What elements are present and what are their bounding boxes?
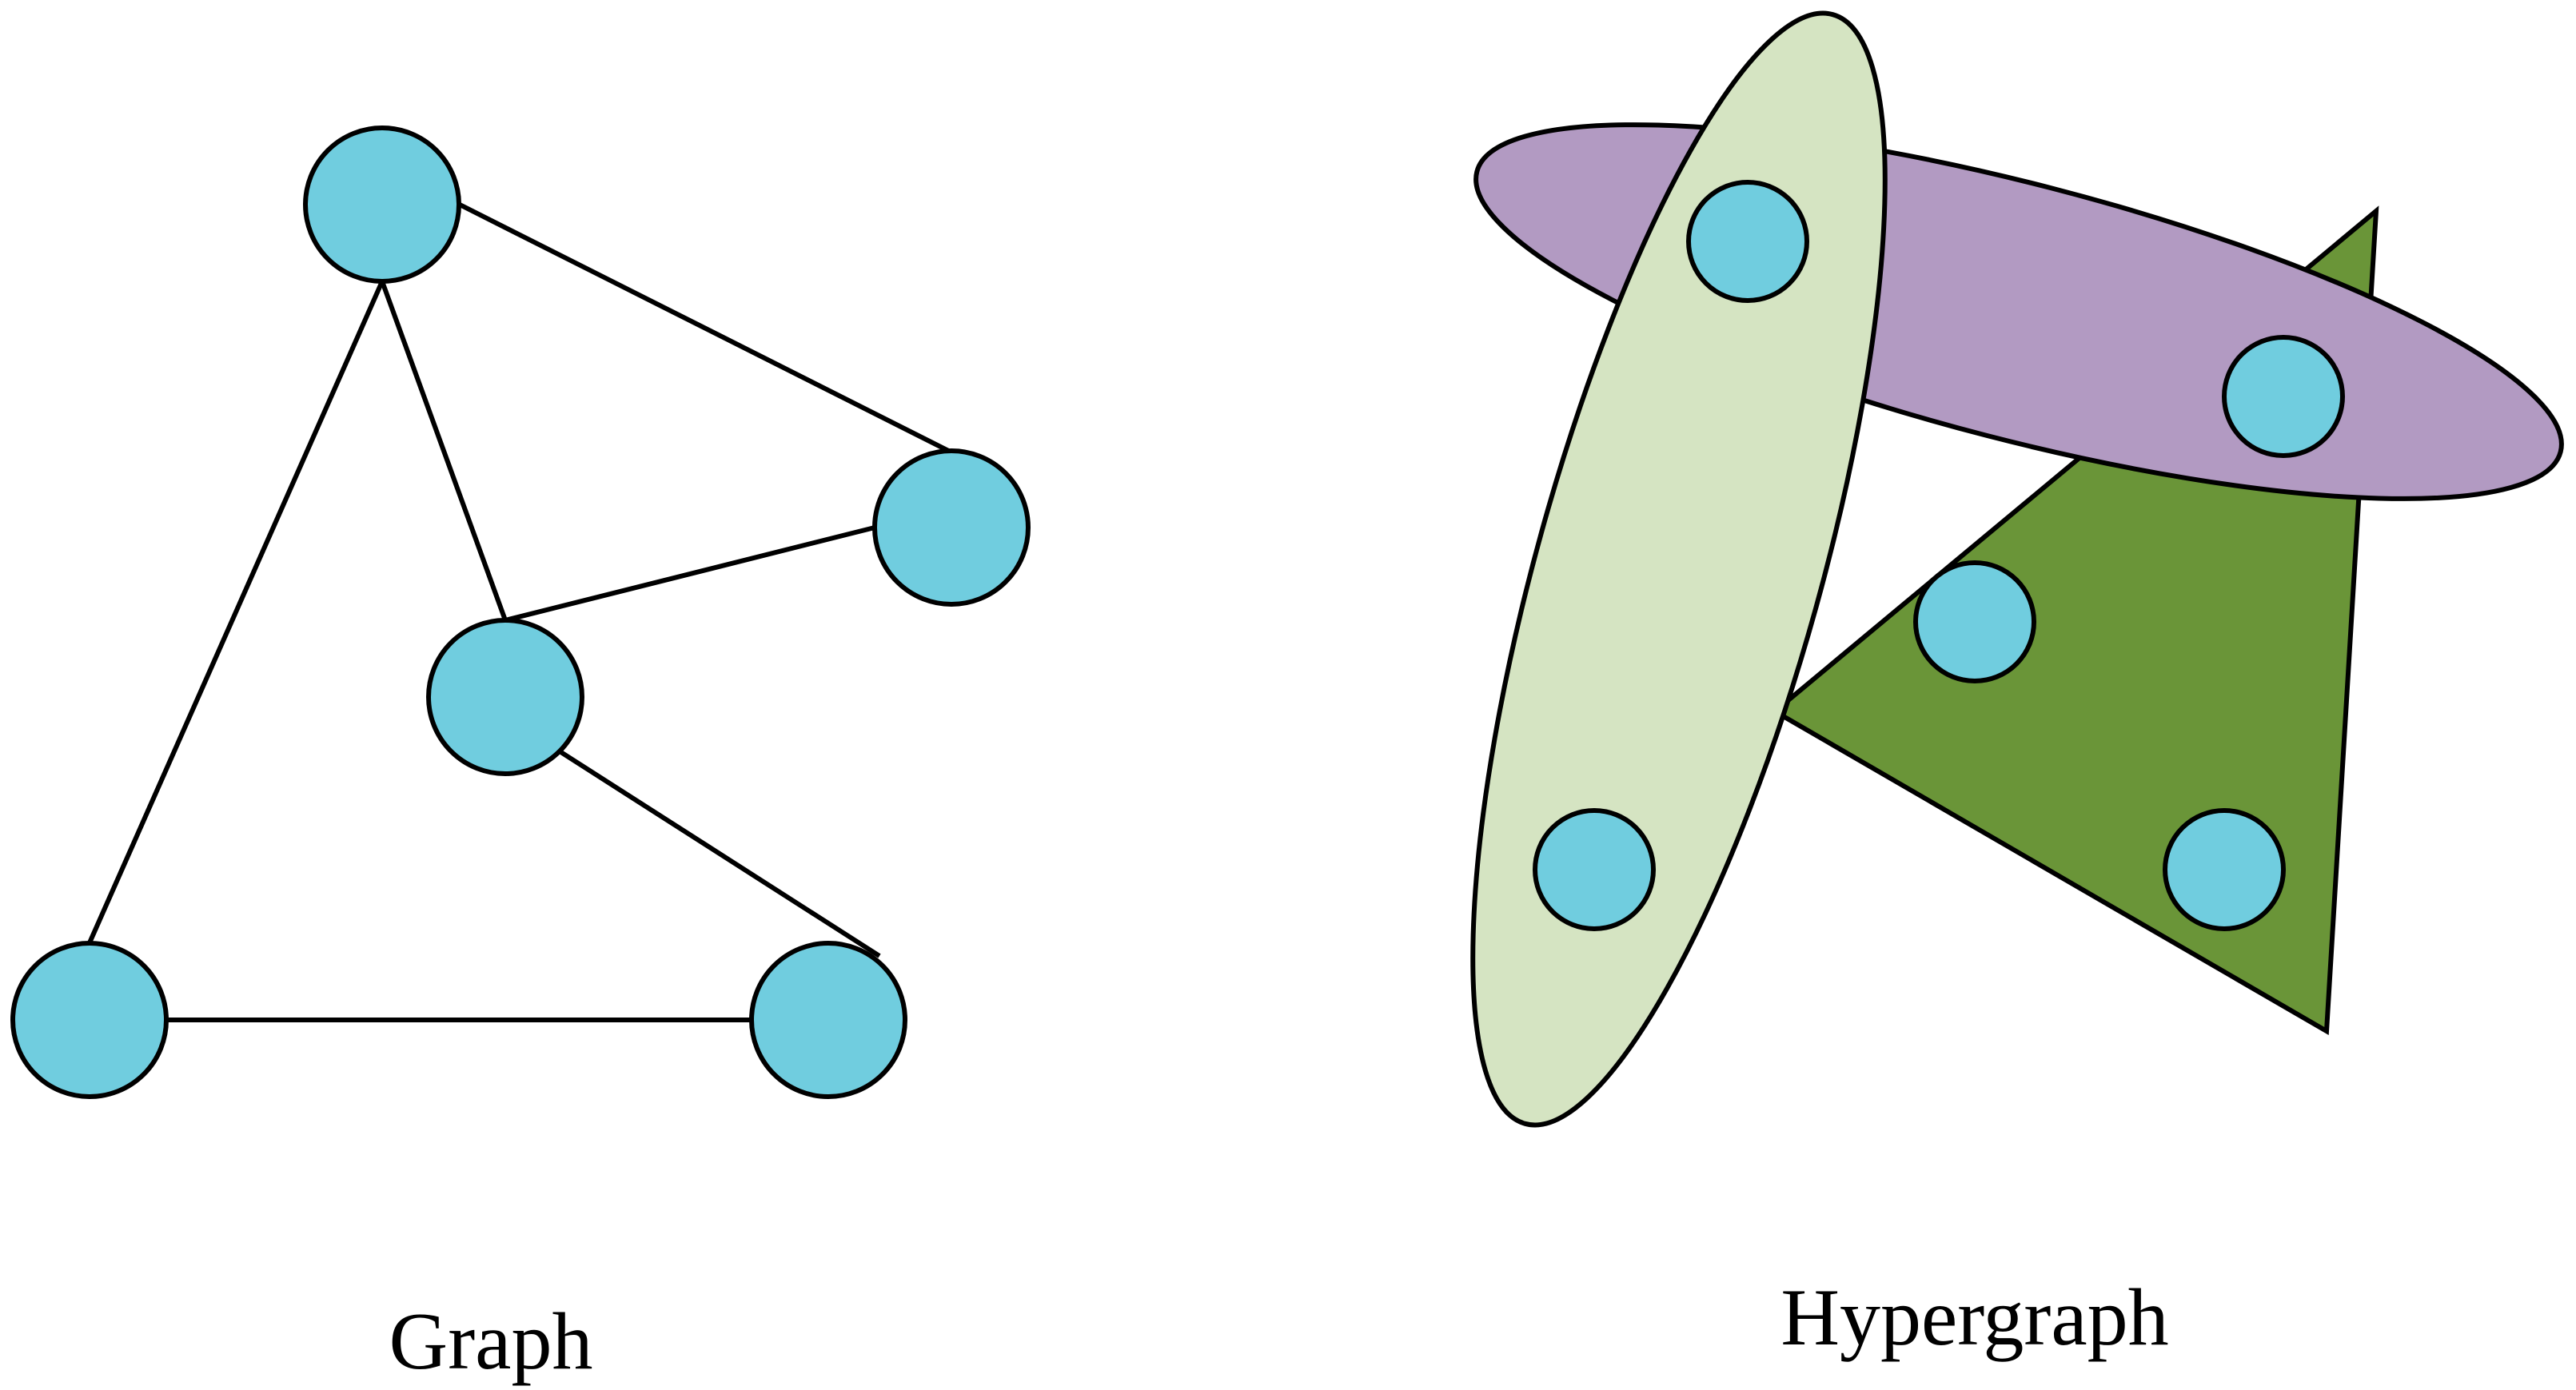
graph-caption: Graph (389, 1296, 593, 1387)
graph-edge-n1-n2 (458, 202, 1001, 479)
graph-edge-n3-n2 (504, 525, 875, 623)
hypergraph (1470, 10, 2564, 1128)
graph-nodes (10, 125, 1031, 1099)
graph (10, 125, 1031, 1099)
hypergraph-node-v5 (2163, 808, 2286, 931)
graph-node-n1 (303, 125, 461, 284)
graph-edge-n1-n3 (380, 280, 508, 622)
graph-node-n2 (872, 448, 1031, 607)
graph-edge-n3-n5 (558, 749, 881, 958)
graph-node-n3 (426, 618, 584, 776)
hypergraph-node-v1 (1686, 180, 1809, 303)
graph-edge-n1-n4 (86, 280, 385, 948)
graph-node-n5 (749, 941, 907, 1099)
hypergraph-node-v2 (2222, 335, 2345, 458)
graph-edges (86, 202, 1001, 1022)
hypergraph-caption: Hypergraph (1780, 1273, 2169, 1363)
hypergraph-node-v4 (1533, 808, 1656, 931)
graph-node-n4 (10, 941, 169, 1099)
hypergraph-node-v3 (1913, 560, 2036, 683)
hypergraph-nodes (1533, 180, 2345, 931)
